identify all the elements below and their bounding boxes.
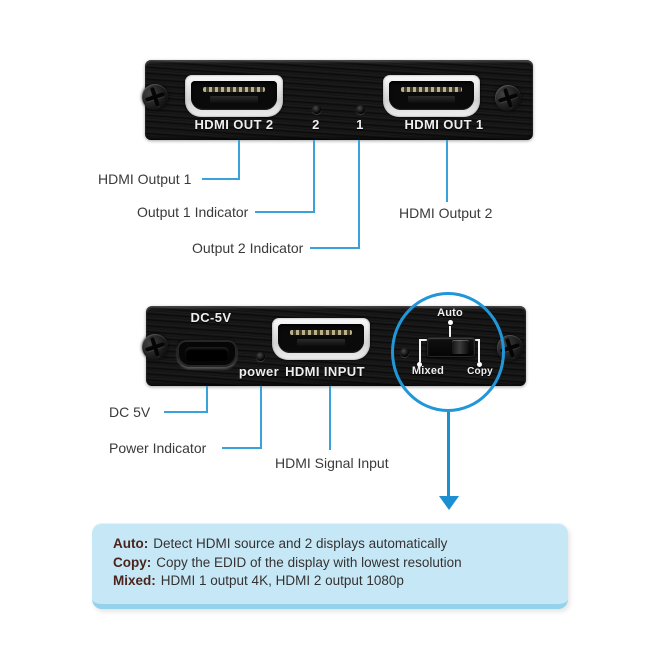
hdmi-pins-icon — [400, 87, 463, 93]
info-line-auto: Auto: Detect HDMI source and 2 displays a… — [113, 535, 548, 554]
callout-line — [206, 386, 208, 413]
output-2-led-icon — [356, 105, 365, 114]
dc-5v-label: DC 5V — [109, 404, 151, 420]
hdmi-tongue-icon — [296, 338, 346, 346]
hdmi-out-2-port-icon — [185, 75, 283, 117]
hdmi-tongue-icon — [209, 95, 259, 103]
switch-highlight-circle — [391, 292, 505, 412]
output-1-led-icon — [312, 105, 321, 114]
callout-line — [238, 140, 240, 180]
info-description: Copy the EDID of the display with lowest… — [156, 554, 462, 570]
callout-line — [329, 386, 331, 450]
mode-info-box: Auto: Detect HDMI source and 2 displays a… — [92, 523, 568, 609]
callout-line — [255, 211, 315, 213]
callout-line — [310, 247, 360, 249]
output-panel: HDMI OUT 2 2 1 HDMI OUT 1 — [138, 60, 533, 140]
callout-line — [222, 447, 262, 449]
micro-usb-port-icon — [177, 340, 237, 367]
hdmi-input-port-icon — [272, 318, 370, 360]
info-description: Detect HDMI source and 2 displays automa… — [153, 536, 448, 551]
hdmi-out-1-print: HDMI OUT 1 — [404, 117, 484, 132]
callout-line — [446, 140, 448, 202]
hdmi-pins-icon — [290, 330, 352, 336]
indicator-1-print: 1 — [356, 117, 364, 132]
indicator-2-print: 2 — [312, 117, 320, 132]
info-term: Copy: — [113, 554, 152, 570]
callout-line — [313, 140, 315, 213]
info-line-mixed: Mixed: HDMI 1 output 4K, HDMI 2 output 10… — [113, 572, 548, 591]
hdmi-port-cavity — [278, 324, 364, 353]
output-1-indicator-label: Output 1 Indicator — [137, 204, 249, 220]
info-line-copy: Copy:Copy the EDID of the display with l… — [113, 554, 548, 573]
hdmi-pins-icon — [203, 87, 265, 93]
dc-5v-print: DC-5V — [190, 310, 232, 325]
hdmi-tongue-icon — [407, 95, 456, 103]
hdmi-input-print: HDMI INPUT — [285, 364, 365, 379]
info-term: Mixed: — [113, 573, 156, 588]
hdmi-out-2-print: HDMI OUT 2 — [194, 117, 274, 132]
output-2-indicator-label: Output 2 Indicator — [192, 240, 304, 256]
hdmi-output-2-label: HDMI Output 2 — [399, 205, 493, 221]
callout-line — [202, 178, 240, 180]
hdmi-signal-input-label: HDMI Signal Input — [275, 455, 389, 471]
hdmi-out-1-port-icon — [383, 75, 480, 117]
callout-line — [358, 140, 360, 249]
power-indicator-label: Power Indicator — [109, 440, 207, 456]
screw-icon — [491, 81, 525, 115]
callout-line — [164, 411, 208, 413]
screw-icon — [138, 80, 172, 114]
arrow-down-icon — [439, 496, 459, 510]
hdmi-output-1-label: HDMI Output 1 — [98, 171, 192, 187]
arrow-line — [447, 412, 450, 498]
info-term: Auto: — [113, 536, 149, 551]
power-led-icon — [256, 352, 265, 361]
power-print: power — [238, 364, 280, 379]
callout-line — [260, 386, 262, 449]
screw-icon — [138, 330, 172, 364]
hdmi-port-cavity — [389, 81, 474, 110]
info-description: HDMI 1 output 4K, HDMI 2 output 1080p — [160, 573, 404, 588]
hdmi-port-cavity — [191, 81, 277, 110]
